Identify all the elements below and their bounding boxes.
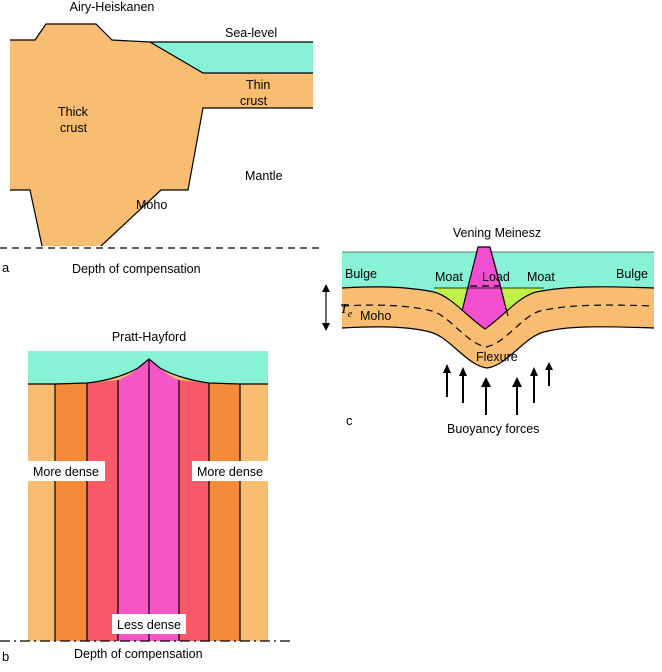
more-dense-left-label: More dense bbox=[33, 465, 99, 479]
panel-a-title: Airy-Heiskanen bbox=[70, 0, 155, 14]
moho-curve bbox=[341, 304, 655, 348]
panel-pratt-hayford: Pratt-Hayford More dense More dense Less… bbox=[0, 330, 290, 664]
elastic-thickness-arrow bbox=[322, 284, 330, 331]
column-light-right bbox=[240, 383, 268, 641]
column-pink-right bbox=[149, 383, 179, 641]
panel-c-letter: c bbox=[346, 413, 353, 428]
topography-peak-red-left bbox=[87, 380, 118, 384]
panel-b-letter: b bbox=[2, 649, 9, 664]
panel-airy-heiskanen: Airy-Heiskanen Sea-level Thick crust Thi… bbox=[0, 0, 320, 276]
bulge-left-label: Bulge bbox=[345, 267, 377, 281]
surface-outline bbox=[10, 23, 313, 74]
load-outline bbox=[461, 246, 509, 317]
thick-crust-label-1: Thick bbox=[58, 105, 89, 119]
less-dense-box bbox=[112, 614, 186, 634]
moho-outline bbox=[100, 107, 313, 247]
moat-left-label: Moat bbox=[435, 270, 463, 284]
column-light-left bbox=[28, 383, 55, 641]
column-orange-right bbox=[209, 383, 240, 641]
plate-base-outline bbox=[341, 326, 655, 369]
load-label: Load bbox=[482, 270, 510, 284]
buoyancy-label: Buoyancy forces bbox=[447, 422, 539, 436]
column-pink-left bbox=[118, 383, 149, 641]
flexure-label: Flexure bbox=[476, 350, 518, 364]
depth-label-b: Depth of compensation bbox=[74, 647, 203, 661]
moho-label-a: Moho bbox=[136, 198, 167, 212]
panel-a-letter: a bbox=[2, 260, 10, 275]
topography-peak-red-right bbox=[179, 380, 209, 384]
moho-label-c: Moho bbox=[360, 309, 391, 323]
thin-crust-label-1: Thin bbox=[246, 78, 270, 92]
panel-vening-meinesz: Vening Meinesz Bulge Moat Load Moat Bulg… bbox=[322, 226, 655, 436]
buoyancy-arrows bbox=[443, 362, 553, 415]
column-red-right bbox=[179, 383, 209, 641]
column-red-left bbox=[87, 383, 118, 641]
flexed-plate bbox=[342, 286, 654, 368]
sea-level-label: Sea-level bbox=[225, 26, 277, 40]
crust-body bbox=[10, 24, 313, 246]
more-dense-left-box bbox=[28, 461, 105, 481]
thick-crust-label-2: crust bbox=[60, 121, 88, 135]
moho-outline-left bbox=[10, 189, 43, 247]
panel-b-title: Pratt-Hayford bbox=[112, 330, 186, 344]
less-dense-label: Less dense bbox=[117, 618, 181, 632]
thin-crust-label-2: crust bbox=[240, 94, 268, 108]
bulge-right-label: Bulge bbox=[616, 267, 648, 281]
more-dense-right-box bbox=[192, 461, 268, 481]
more-dense-right-label: More dense bbox=[197, 465, 263, 479]
mantle-label: Mantle bbox=[245, 169, 283, 183]
moat-right-label: Moat bbox=[527, 270, 555, 284]
depth-label-a: Depth of compensation bbox=[72, 262, 201, 276]
te-label: Te bbox=[340, 302, 353, 320]
column-orange-left bbox=[55, 383, 87, 641]
panel-c-title: Vening Meinesz bbox=[453, 226, 541, 240]
plate-top-outline bbox=[341, 286, 655, 330]
